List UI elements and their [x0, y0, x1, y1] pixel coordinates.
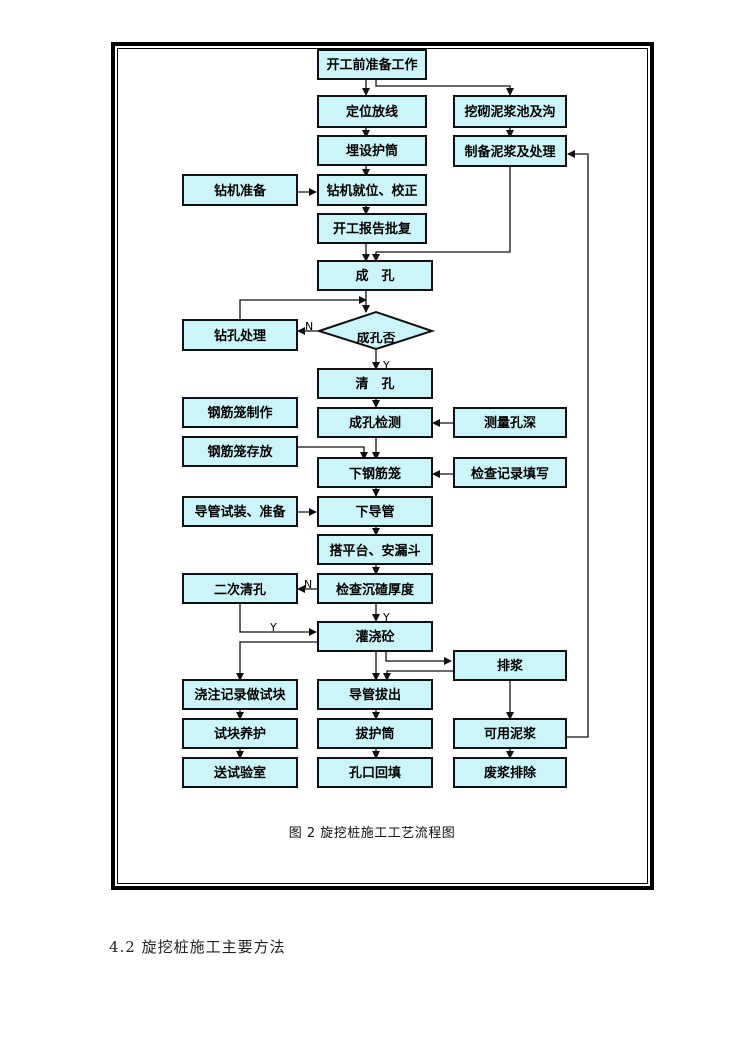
node-platform: 搭平台、安漏斗 [317, 534, 433, 565]
svg-text:钢筋笼存放: 钢筋笼存放 [207, 444, 273, 460]
svg-text:拔护筒: 拔护筒 [355, 726, 394, 742]
svg-text:成孔检测: 成孔检测 [349, 415, 401, 431]
svg-text:检查沉碴厚度: 检查沉碴厚度 [336, 582, 415, 598]
svg-text:测量孔深: 测量孔深 [484, 415, 536, 431]
svg-text:可用泥浆: 可用泥浆 [484, 726, 537, 742]
label-no: N [305, 320, 313, 333]
svg-text:钻孔处理: 钻孔处理 [214, 328, 266, 344]
svg-text:成 孔: 成 孔 [355, 268, 394, 284]
node-pour: 灌浇砼 [317, 621, 433, 652]
svg-text:浇注记录做试块: 浇注记录做试块 [194, 687, 286, 703]
node-position: 定位放线 [317, 95, 427, 128]
node-pit: 挖砌泥浆池及沟 [453, 95, 567, 128]
node-cure: 试块养护 [182, 718, 298, 749]
svg-text:定位放线: 定位放线 [345, 104, 398, 120]
figure-caption: 图 2 旋挖桩施工工艺流程图 [288, 826, 456, 841]
svg-text:下导管: 下导管 [355, 504, 394, 520]
svg-text:埋设护筒: 埋设护筒 [346, 143, 398, 159]
node-waste: 废浆排除 [453, 757, 567, 788]
section-heading: 4.2 旋挖桩施工主要方法 [109, 938, 286, 956]
svg-text:送试验室: 送试验室 [213, 765, 266, 781]
node-sediment: 检查沉碴厚度 [317, 573, 433, 604]
node-cage-make: 钢筋笼制作 [182, 397, 298, 428]
svg-text:废浆排除: 废浆排除 [484, 765, 537, 781]
node-drain: 排浆 [453, 650, 567, 681]
edge-reclean-pour [239, 604, 317, 636]
node-reuse: 可用泥浆 [453, 718, 567, 749]
edge-start-pit [375, 80, 514, 96]
svg-text:检查记录填写: 检查记录填写 [471, 466, 549, 482]
edge-holefix-holeok [239, 296, 367, 320]
svg-text:二次清孔: 二次清孔 [214, 582, 266, 598]
edge-pour-pourrecord [236, 641, 318, 681]
edges [236, 80, 589, 759]
edge-pour-drain [385, 651, 452, 665]
svg-text:导管拔出: 导管拔出 [349, 687, 401, 703]
node-drill: 成 孔 [317, 260, 433, 291]
edge-reuse-mudprep [566, 150, 589, 738]
node-pipe-pull: 导管拔出 [317, 679, 433, 710]
figure-frame-inner [117, 48, 648, 884]
node-pipe-prep: 导管试装、准备 [182, 496, 298, 527]
node-reclean: 二次清孔 [182, 573, 298, 604]
svg-text:钻机准备: 钻机准备 [214, 183, 267, 199]
svg-text:排浆: 排浆 [497, 658, 524, 674]
node-clean: 清 孔 [317, 368, 433, 399]
svg-text:孔口回填: 孔口回填 [349, 765, 401, 781]
node-record: 检查记录填写 [453, 457, 567, 488]
node-lab: 送试验室 [182, 757, 298, 788]
node-hole-fix: 钻孔处理 [182, 319, 298, 351]
edge-mudprep-drill [372, 166, 511, 262]
label-yes: Y [382, 359, 390, 372]
edge-drain-pipepull [383, 670, 453, 681]
node-start: 开工前准备工作 [317, 49, 427, 80]
node-cage-lower: 下钢筋笼 [317, 457, 433, 488]
node-casing: 埋设护筒 [317, 135, 427, 166]
figure-frame-outer [111, 42, 654, 890]
svg-text:钢筋笼制作: 钢筋笼制作 [207, 405, 272, 421]
svg-text:挖砌泥浆池及沟: 挖砌泥浆池及沟 [464, 104, 555, 120]
svg-text:试块养护: 试块养护 [214, 726, 266, 742]
svg-text:搭平台、安漏斗: 搭平台、安漏斗 [329, 543, 420, 559]
label-no: N [304, 578, 312, 591]
svg-text:成孔否: 成孔否 [356, 330, 395, 346]
svg-text:制备泥浆及处理: 制备泥浆及处理 [464, 144, 555, 160]
svg-text:钻机就位、校正: 钻机就位、校正 [326, 183, 417, 199]
svg-text:清 孔: 清 孔 [355, 376, 394, 392]
node-pipe-lower: 下导管 [317, 496, 433, 527]
edge-cagestore-cagelower [297, 446, 368, 460]
node-inspect: 成孔检测 [317, 407, 433, 438]
svg-text:开工前准备工作: 开工前准备工作 [326, 57, 417, 73]
node-depth: 测量孔深 [453, 407, 567, 438]
svg-text:下钢筋笼: 下钢筋笼 [349, 466, 401, 482]
node-cage-store: 钢筋笼存放 [182, 436, 298, 467]
label-yes: Y [269, 621, 277, 634]
node-hole-ok-decision: 成孔否 [315, 310, 436, 351]
node-pour-record: 浇注记录做试块 [182, 679, 298, 710]
node-mud-prep: 制备泥浆及处理 [453, 135, 567, 167]
svg-text:开工报告批复: 开工报告批复 [333, 221, 412, 237]
label-yes: Y [382, 611, 390, 624]
node-casing-pull: 拔护筒 [317, 718, 433, 749]
node-rig-prep: 钻机准备 [182, 174, 298, 206]
node-report: 开工报告批复 [317, 213, 427, 244]
node-rig-setup: 钻机就位、校正 [317, 174, 427, 206]
svg-text:灌浇砼: 灌浇砼 [355, 629, 395, 645]
svg-text:导管试装、准备: 导管试装、准备 [194, 504, 286, 520]
node-backfill: 孔口回填 [317, 757, 433, 788]
